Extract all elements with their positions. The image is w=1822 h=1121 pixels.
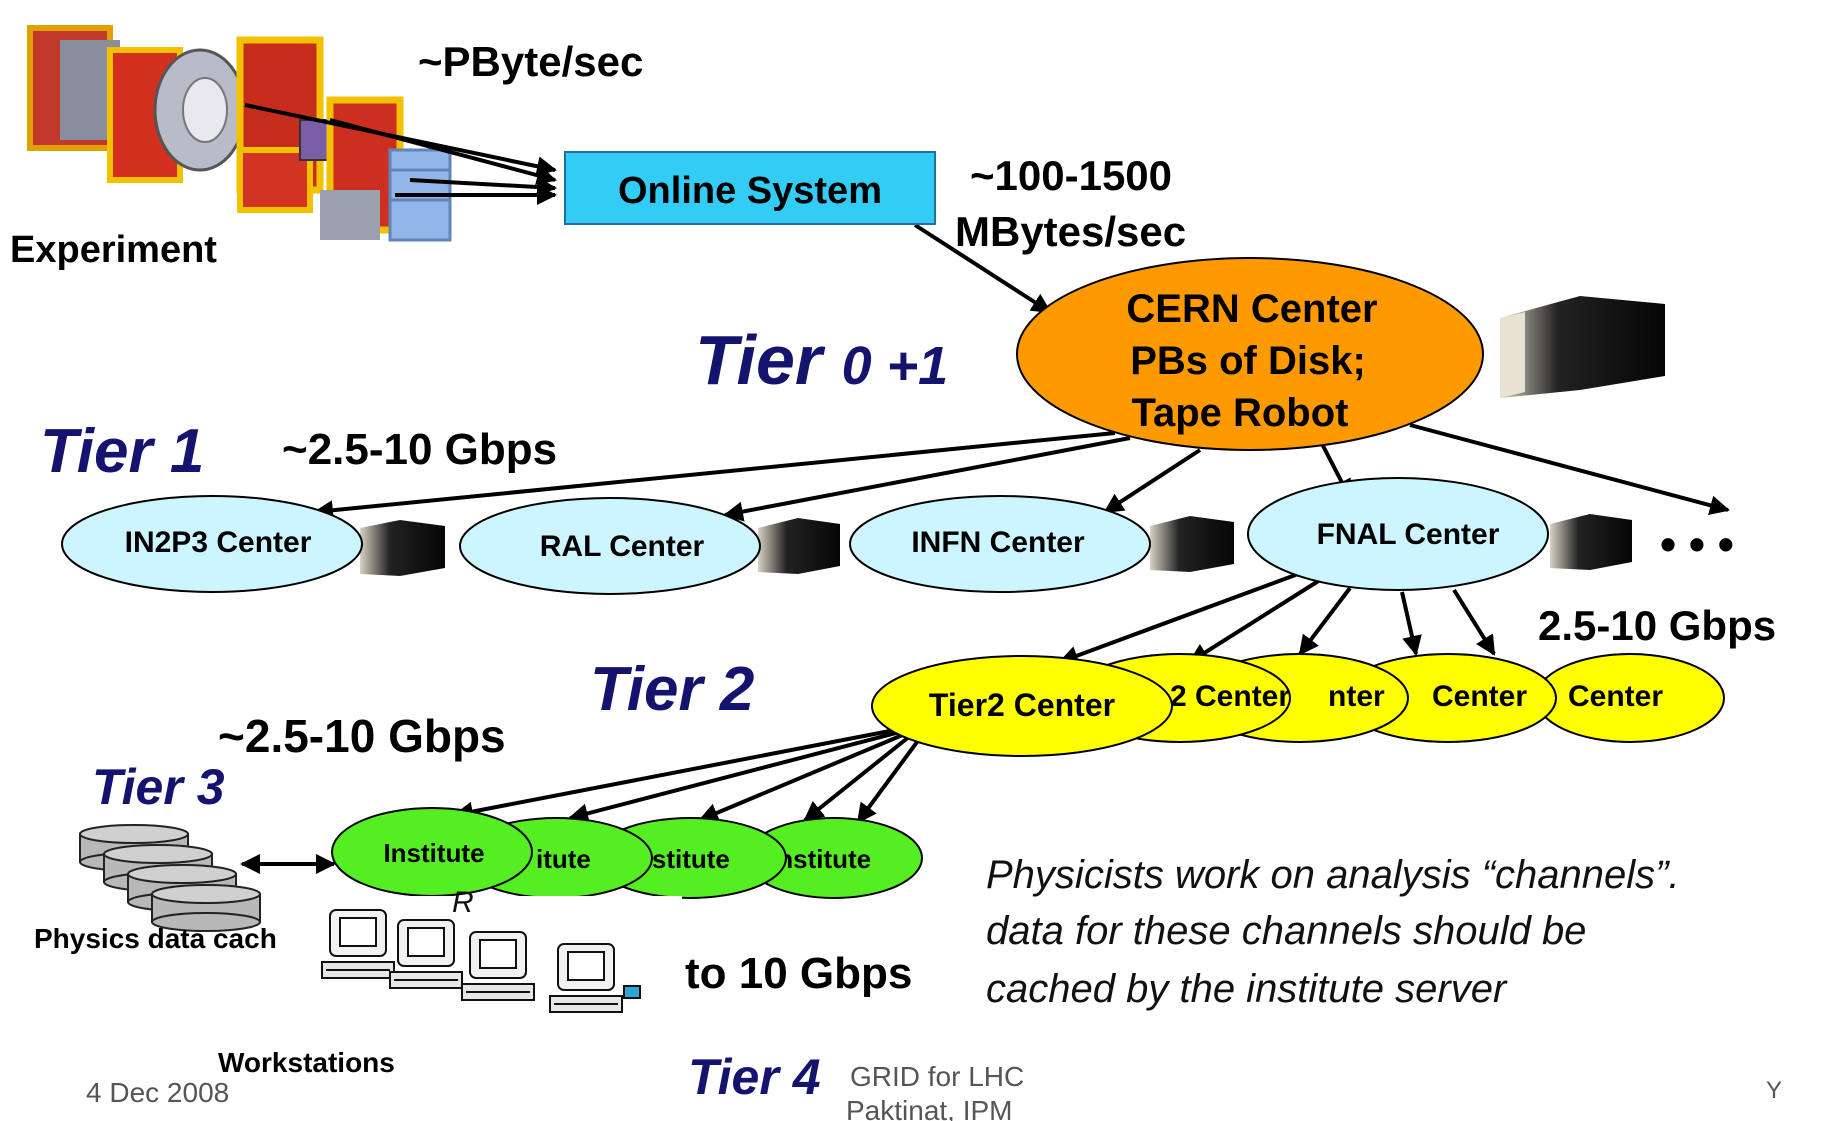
tier2-title: Tier 2 bbox=[590, 655, 754, 724]
detector-image bbox=[27, 25, 452, 242]
experiment-rate: ~PByte/sec bbox=[418, 38, 643, 85]
tier2-center-1 bbox=[871, 655, 1173, 757]
infn-center-label: INFN Center bbox=[911, 526, 1085, 559]
tier2-center-4-label: Center bbox=[1432, 680, 1527, 713]
institute-2-label: itute bbox=[536, 844, 591, 874]
ral-rack-image bbox=[758, 518, 840, 574]
footer-title-line1: GRID for LHC bbox=[850, 1061, 1024, 1092]
footer-page-number: Y bbox=[1766, 1077, 1782, 1104]
ral-center bbox=[459, 497, 761, 595]
physics-data-cache-disks bbox=[79, 824, 261, 932]
fnal-rack-image bbox=[1550, 514, 1632, 570]
workstation-computer-icon bbox=[321, 909, 395, 979]
note-line-3: cached by the institute server bbox=[986, 967, 1508, 1011]
online-rate-line1: ~100-1500 bbox=[970, 152, 1172, 199]
cache-disk bbox=[151, 884, 261, 932]
institute-1-label: Institute bbox=[383, 838, 484, 868]
infn-center bbox=[849, 495, 1151, 593]
tier0-title: Tier 0 +1 bbox=[695, 321, 948, 399]
footer-date: 4 Dec 2008 bbox=[86, 1077, 229, 1108]
fnal-center bbox=[1247, 477, 1549, 591]
online-system-box bbox=[564, 151, 936, 225]
tier2-center-5-label: Center bbox=[1568, 680, 1663, 713]
tier2-center-2-label: 2 Center bbox=[1170, 680, 1290, 713]
tier1-rate: ~2.5-10 Gbps bbox=[282, 425, 557, 474]
tier1-title: Tier 1 bbox=[40, 417, 204, 486]
cern-center-line2: PBs of Disk; bbox=[1130, 339, 1366, 383]
in2p3-center bbox=[61, 495, 363, 593]
in2p3-center-label: IN2P3 Center bbox=[125, 526, 312, 559]
online-rate-line2: MBytes/sec bbox=[955, 208, 1186, 255]
data-flow-arrows bbox=[240, 103, 1730, 874]
workstation-computer-icon bbox=[461, 931, 535, 1001]
tier2-rate: 2.5-10 Gbps bbox=[1538, 602, 1776, 649]
online-system-label: Online System bbox=[618, 170, 882, 212]
footer-title-line2: Paktinat, IPM bbox=[846, 1095, 1013, 1121]
ral-center-label: RAL Center bbox=[540, 530, 705, 563]
tier2-center-1-label: Tier2 Center bbox=[929, 687, 1115, 723]
cern-center-line3: Tape Robot bbox=[1131, 391, 1348, 435]
workstation-computer-icon bbox=[389, 919, 463, 989]
in2p3-rack-image bbox=[360, 520, 445, 576]
experiment-label: Experiment bbox=[10, 229, 217, 271]
workstations-label: Workstations bbox=[218, 1047, 395, 1078]
physics-data-cache-label: Physics data cach bbox=[34, 923, 277, 954]
workstation-fragment: R bbox=[452, 886, 474, 919]
cern-center-line1: CERN Center bbox=[1126, 287, 1377, 331]
tier2-center-3-label: nter bbox=[1328, 680, 1385, 713]
tier3-title: Tier 3 bbox=[92, 759, 225, 815]
cern-center bbox=[1016, 257, 1484, 451]
tier4-rate: to 10 Gbps bbox=[685, 949, 912, 998]
workstations-image bbox=[321, 909, 641, 1013]
cern-server-rack-image bbox=[1500, 296, 1665, 398]
infn-rack-image bbox=[1150, 516, 1234, 572]
note-line-2: data for these channels should be bbox=[986, 909, 1586, 953]
fnal-center-label: FNAL Center bbox=[1317, 518, 1500, 551]
tier3-rate: ~2.5-10 Gbps bbox=[218, 710, 506, 762]
note-line-1: Physicists work on analysis “channels”. bbox=[986, 853, 1680, 897]
more-centers-ellipsis: • • • bbox=[1660, 518, 1734, 570]
tier4-title: Tier 4 bbox=[688, 1049, 821, 1105]
workstation-computer-icon bbox=[549, 943, 641, 1013]
